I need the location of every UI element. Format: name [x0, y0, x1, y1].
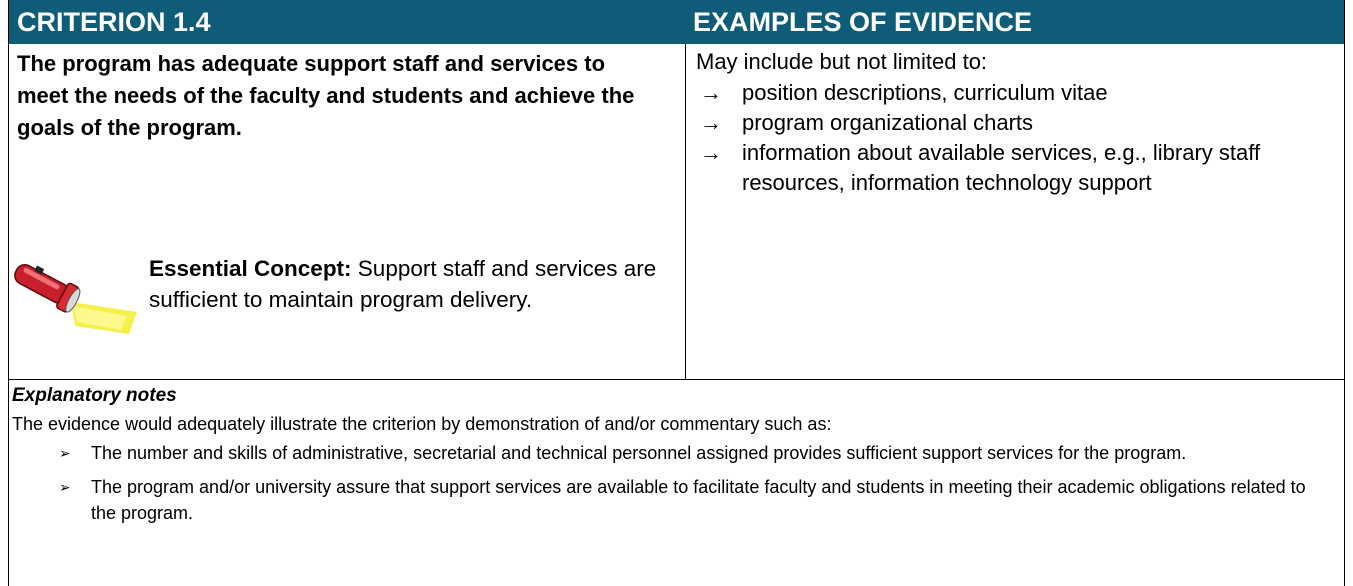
notes-intro: The evidence would adequately illustrate…	[12, 414, 832, 434]
flashlight-icon	[14, 263, 137, 334]
evidence-intro: May include but not limited to:	[696, 49, 988, 74]
criterion-header: CRITERION 1.4	[9, 0, 685, 44]
list-item: →position descriptions, curriculum vitae	[696, 78, 1336, 108]
arrow-icon: →	[700, 110, 722, 135]
criterion-table: CRITERION 1.4 EXAMPLES OF EVIDENCE The p…	[8, 0, 1345, 586]
column-divider	[685, 44, 686, 379]
essential-concept: Essential Concept: Support staff and ser…	[149, 253, 669, 315]
list-item: →information about available services, e…	[700, 140, 1261, 195]
arrow-icon: →	[700, 80, 722, 105]
evidence-list: →position descriptions, curriculum vitae…	[696, 78, 1336, 198]
row-divider	[9, 379, 1344, 380]
list-item: ➢The number and skills of administrative…	[59, 440, 1329, 466]
notes-title: Explanatory notes	[12, 385, 177, 406]
concept-label: Essential Concept:	[149, 256, 352, 281]
concept-text: Support staff and services are sufficien…	[149, 256, 657, 312]
notes-list: ➢The number and skills of administrative…	[59, 440, 1329, 534]
arrow-icon: →	[700, 140, 722, 165]
list-item: →program organizational charts	[696, 108, 1336, 138]
bullet-icon: ➢	[59, 479, 71, 495]
evidence-header: EXAMPLES OF EVIDENCE	[685, 0, 1344, 44]
criterion-statement: The program has adequate support staff a…	[17, 51, 635, 140]
bullet-icon: ➢	[59, 445, 71, 461]
list-item: ➢The program and/or university assure th…	[59, 474, 1329, 526]
